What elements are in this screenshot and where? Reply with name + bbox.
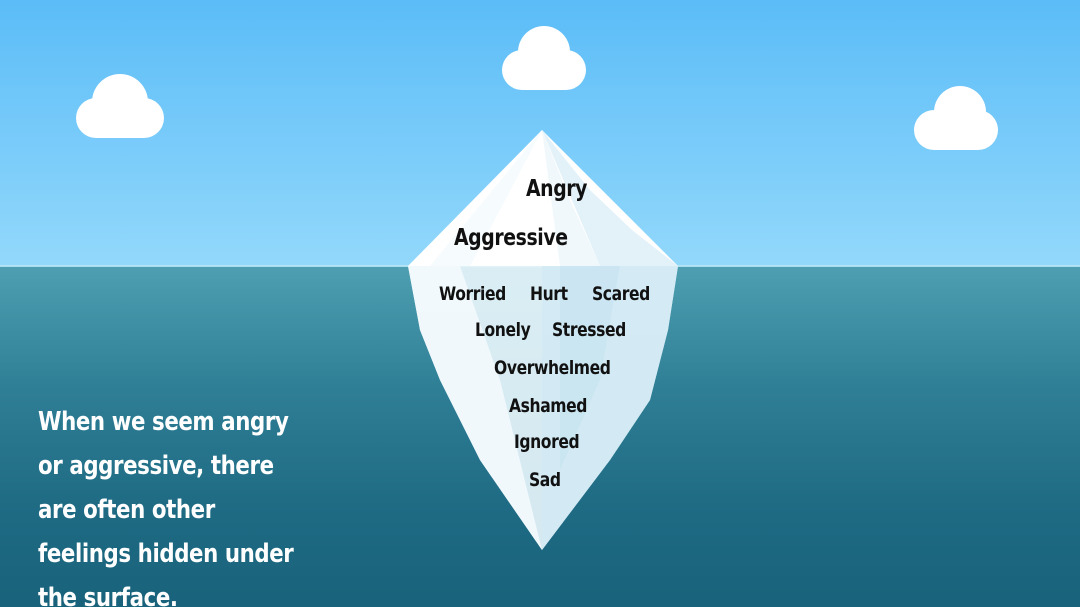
iceberg-tip-shade	[542, 130, 678, 266]
feeling-label-worried: Worried	[439, 283, 506, 305]
feeling-label-stressed: Stressed	[552, 319, 626, 341]
feeling-label-hurt: Hurt	[530, 283, 568, 305]
iceberg-base-shade	[560, 266, 620, 470]
feeling-label-overwhelmed: Overwhelmed	[494, 357, 611, 379]
caption-text: When we seem angry or aggressive, there …	[38, 407, 294, 607]
feeling-label-scared: Scared	[592, 283, 650, 305]
iceberg-tip-shade	[542, 130, 600, 266]
cloud-icon	[502, 24, 586, 94]
feeling-label-sad: Sad	[529, 469, 561, 491]
iceberg-base-shade	[408, 266, 542, 550]
cloud-icon	[74, 72, 166, 144]
feeling-label-lonely: Lonely	[475, 319, 531, 341]
feeling-label-aggressive: Aggressive	[454, 225, 568, 251]
iceberg-tip-shade	[430, 130, 542, 266]
cloud-icon	[910, 84, 1000, 154]
feeling-label-ignored: Ignored	[514, 431, 580, 453]
feeling-label-angry: Angry	[526, 176, 588, 202]
feeling-label-ashamed: Ashamed	[509, 395, 588, 417]
